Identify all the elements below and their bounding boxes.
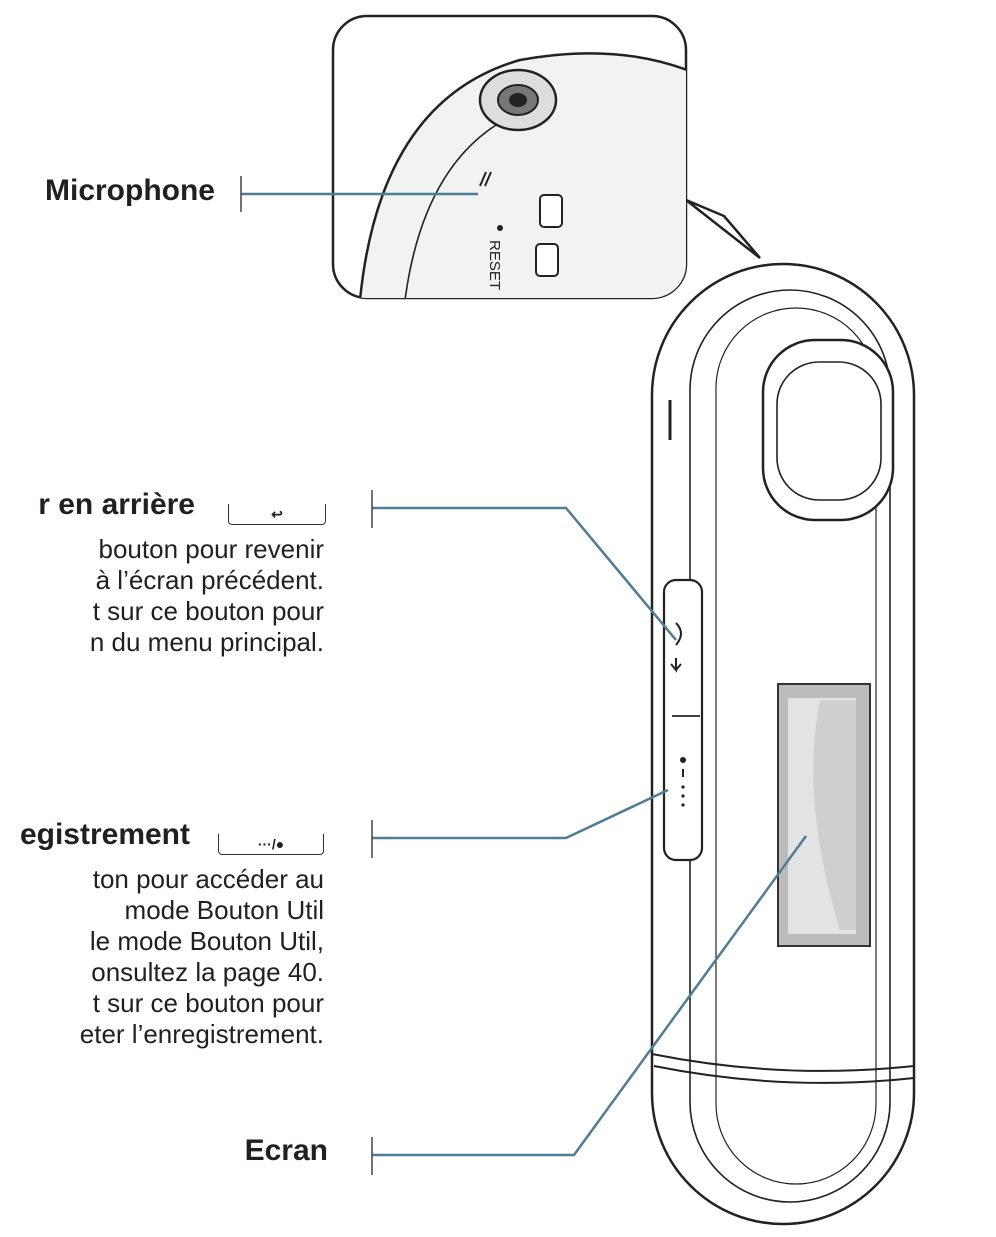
back-button-keycap: ↩	[228, 504, 326, 525]
record-desc-line: t sur ce bouton pour	[92, 988, 324, 1018]
back-desc-line: t sur ce bouton pour	[92, 596, 324, 626]
record-desc-line: onsultez la page 40.	[91, 957, 324, 987]
back-desc-line: bouton pour revenir	[98, 534, 324, 564]
record-desc-line: eter l’enregistrement.	[79, 1019, 324, 1049]
back-arrow-icon	[670, 622, 682, 673]
back-desc-line: n du menu principal.	[89, 627, 324, 657]
back-desc-line: à l’écran précédent.	[95, 565, 324, 595]
screen-window	[777, 683, 871, 947]
record-desc-line: ton pour accéder au	[92, 864, 324, 894]
record-button-title: egistrement	[19, 818, 190, 851]
screen-label: Ecran	[244, 1134, 328, 1167]
zoom-callout	[331, 14, 761, 300]
cap-seam	[651, 1053, 915, 1084]
record-button-keycap: ···/●	[218, 834, 324, 855]
back-button-title: r en arrière	[38, 488, 195, 521]
leader-lines	[240, 176, 808, 1175]
microphone-label: Microphone	[45, 174, 215, 207]
record-desc-line: le mode Bouton Util,	[89, 926, 324, 956]
record-desc-line: mode Bouton Util	[124, 895, 324, 925]
back-leader	[372, 506, 677, 641]
record-button-description: ton pour accéder au mode Bouton Util le …	[0, 864, 324, 1050]
screen-leader	[372, 835, 808, 1157]
side-buttons	[662, 400, 704, 862]
record-dots-icon	[680, 757, 686, 807]
nav-button	[761, 338, 895, 522]
record-leader	[372, 788, 669, 840]
reset-label: RESET	[486, 240, 503, 290]
back-button-description: bouton pour revenir à l’écran précédent.…	[0, 534, 324, 658]
